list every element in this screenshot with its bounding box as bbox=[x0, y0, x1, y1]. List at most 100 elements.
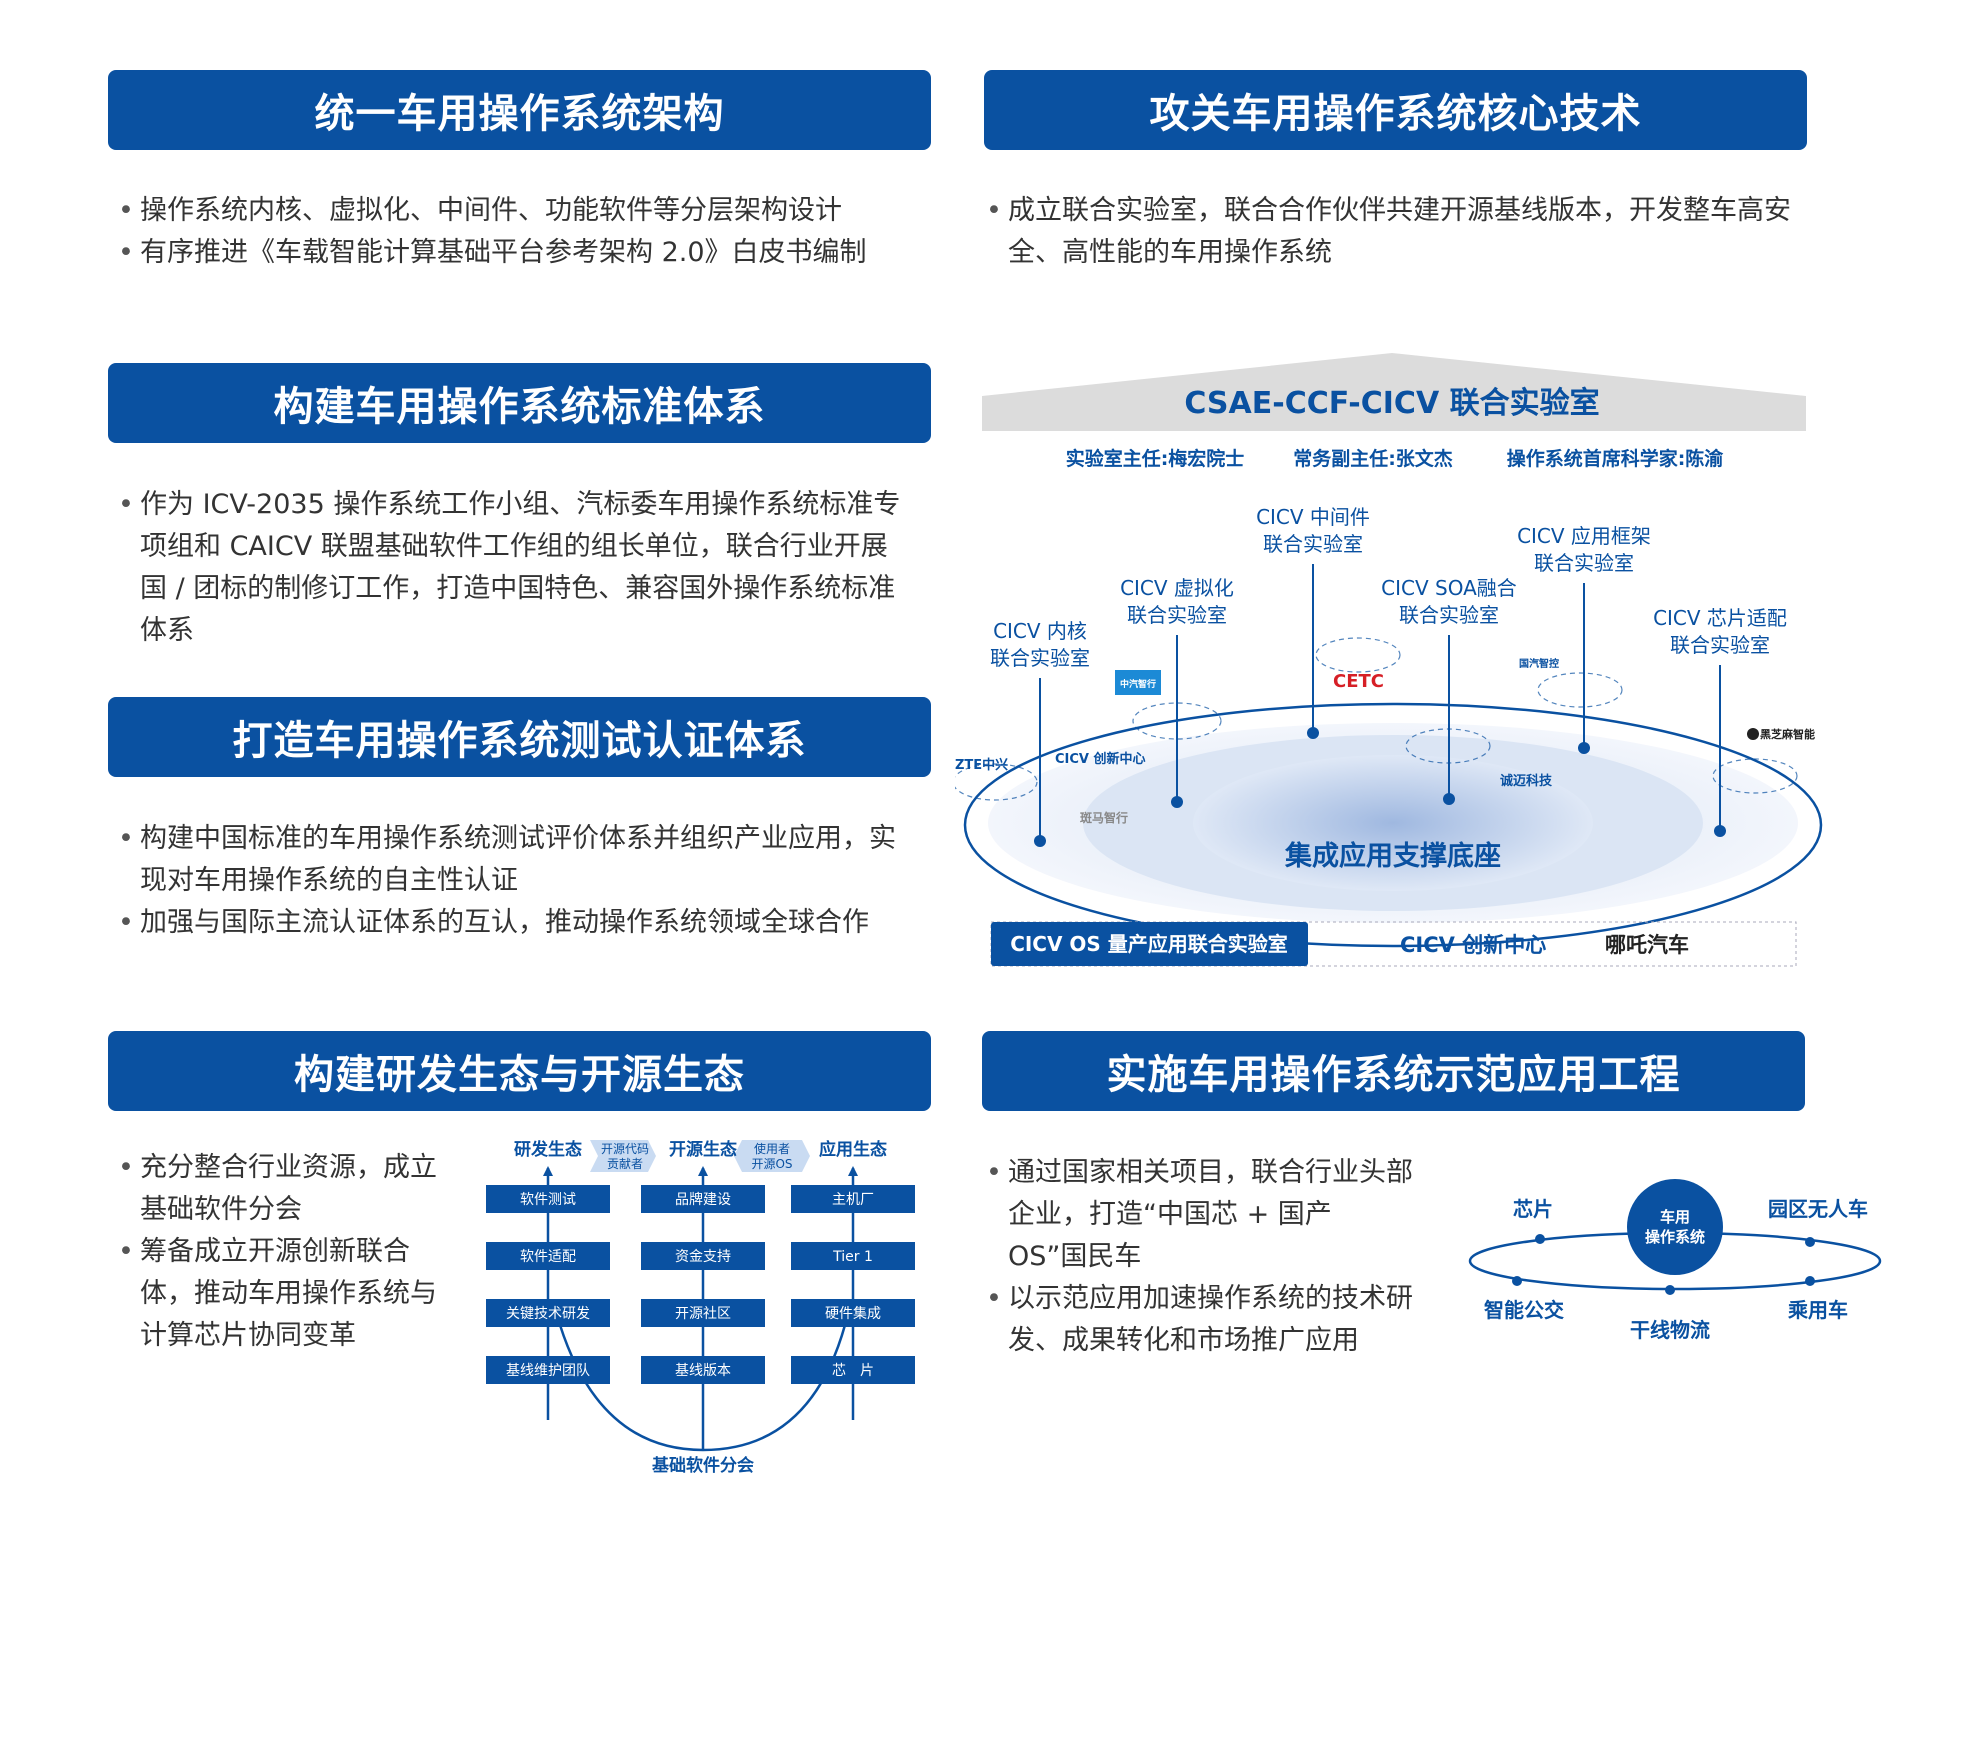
orbit-dot bbox=[1535, 1234, 1545, 1244]
section-header-demo: 实施车用操作系统示范应用工程 bbox=[982, 1031, 1805, 1111]
black-sesame-icon bbox=[1747, 728, 1759, 740]
bullet: 有序推进《车载智能计算基础平台参考架构 2.0》白皮书编制 bbox=[118, 232, 918, 274]
eco-box-label: 主机厂 bbox=[832, 1192, 874, 1208]
eco-box bbox=[486, 1185, 610, 1213]
section-header-ecosystem: 构建研发生态与开源生态 bbox=[108, 1031, 931, 1111]
lab-scientist: 操作系统首席科学家:陈渝 bbox=[1507, 447, 1725, 470]
bullets-architecture: 操作系统内核、虚拟化、中间件、功能软件等分层架构设计 有序推进《车载智能计算基础… bbox=[118, 190, 918, 274]
lab-name: CICV SOA融合 bbox=[1381, 576, 1517, 600]
vehicle-os-diagram: 车用 操作系统 芯片 园区无人车 智能公交 干线物流 乘用车 bbox=[1468, 1179, 1882, 1342]
eco-box bbox=[486, 1356, 610, 1384]
bullets-testing: 构建中国标准的车用操作系统测试评价体系并组织产业应用，实现对车用操作系统的自主性… bbox=[118, 818, 918, 944]
lab-subtitle: 联合实验室 bbox=[1263, 532, 1363, 556]
arrow-up-icon bbox=[848, 1166, 858, 1176]
lab-subtitle: 联合实验室 bbox=[1399, 603, 1499, 627]
arrow-label: 开源代码 bbox=[601, 1142, 649, 1156]
partner-logos: ZTE中兴 CICV 创新中心 中汽智行 CETC 国汽智控 黑芝麻智能 诚迈科… bbox=[955, 657, 1815, 825]
section-header-core-tech: 攻关车用操作系统核心技术 bbox=[984, 70, 1807, 150]
eco-box bbox=[486, 1299, 610, 1327]
orbit-dot bbox=[1805, 1237, 1815, 1247]
lab-pin-dot bbox=[1578, 742, 1590, 754]
eco-box bbox=[791, 1242, 915, 1270]
bullet: 构建中国标准的车用操作系统测试评价体系并组织产业应用，实现对车用操作系统的自主性… bbox=[118, 818, 918, 902]
os-center-line1: 车用 bbox=[1660, 1208, 1690, 1226]
lab-director: 实验室主任:梅宏院士 bbox=[1066, 447, 1245, 470]
lab-pin-dot bbox=[1307, 727, 1319, 739]
eco-box bbox=[641, 1299, 765, 1327]
item-chip: 芯片 bbox=[1513, 1197, 1553, 1221]
lab-deputy: 常务副主任:张文杰 bbox=[1293, 447, 1453, 470]
logo-banma: 斑马智行 bbox=[1080, 810, 1128, 825]
logo-aicc: 国汽智控 bbox=[1519, 657, 1559, 670]
os-lab-label: CICV OS 量产应用联合实验室 bbox=[1010, 932, 1288, 956]
bullet: 操作系统内核、虚拟化、中间件、功能软件等分层架构设计 bbox=[118, 190, 918, 232]
item-logistics: 干线物流 bbox=[1630, 1318, 1710, 1342]
lab-pin-dot bbox=[1034, 835, 1046, 847]
roof-banner bbox=[982, 353, 1806, 431]
lab-title: CSAE-CCF-CICV 联合实验室 bbox=[1184, 386, 1599, 421]
os-center-circle bbox=[1627, 1179, 1723, 1275]
orbit-dot bbox=[1805, 1276, 1815, 1286]
logo-cetc: CETC bbox=[1333, 671, 1384, 692]
base-software-branch: 基础软件分会 bbox=[651, 1455, 754, 1476]
logo-cicv-large: CICV 创新中心 bbox=[1400, 933, 1546, 957]
bullet: 作为 ICV-2035 操作系统工作小组、汽标委车用操作系统标准专项组和 CAI… bbox=[118, 484, 908, 652]
eco-box-label: 资金支持 bbox=[675, 1249, 731, 1265]
lab-subtitle: 联合实验室 bbox=[990, 646, 1090, 670]
lab-pin-dot bbox=[1443, 793, 1455, 805]
eco-box-label: 品牌建设 bbox=[675, 1191, 731, 1208]
bullet: 以示范应用加速操作系统的技术研发、成果转化和市场推广应用 bbox=[986, 1278, 1416, 1362]
eco-box-label: 关键技术研发 bbox=[506, 1306, 590, 1322]
ecosystem-diagram: 研发生态软件测试软件适配关键技术研发基线维护团队开源生态品牌建设资金支持开源社区… bbox=[486, 1139, 915, 1476]
eco-box bbox=[641, 1185, 765, 1213]
eco-box bbox=[641, 1242, 765, 1270]
eco-box-label: 基线版本 bbox=[675, 1362, 731, 1379]
bullets-demo: 通过国家相关项目，联合行业头部企业，打造“中国芯 + 国产 OS”国民车 以示范… bbox=[986, 1152, 1416, 1362]
arrow-label: 使用者 bbox=[754, 1141, 790, 1156]
joint-lab-diagram: CSAE-CCF-CICV 联合实验室 实验室主任:梅宏院士 常务副主任:张文杰… bbox=[955, 353, 1823, 967]
logo-nezha: 哪吒汽车 bbox=[1605, 933, 1689, 957]
base-label: 集成应用支撑底座 bbox=[1284, 840, 1501, 872]
eco-heading: 开源生态 bbox=[669, 1139, 737, 1160]
logo-black-sesame: 黑芝麻智能 bbox=[1760, 727, 1815, 741]
eco-box bbox=[791, 1299, 915, 1327]
arrow-label: 开源OS bbox=[751, 1157, 792, 1171]
lab-pin-dot bbox=[1171, 796, 1183, 808]
bullets-standards: 作为 ICV-2035 操作系统工作小组、汽标委车用操作系统标准专项组和 CAI… bbox=[118, 484, 908, 652]
arrow-up-icon bbox=[543, 1166, 553, 1176]
logo-archermind: 诚迈科技 bbox=[1500, 773, 1553, 789]
eco-box bbox=[641, 1356, 765, 1384]
lab-pin-dot bbox=[1714, 825, 1726, 837]
logo-zte: ZTE中兴 bbox=[955, 757, 1008, 773]
section-header-testing: 打造车用操作系统测试认证体系 bbox=[108, 697, 931, 777]
item-passenger-car: 乘用车 bbox=[1787, 1298, 1848, 1322]
bullet: 筹备成立开源创新联合体，推动车用操作系统与计算芯片协同变革 bbox=[118, 1231, 438, 1357]
section-header-architecture: 统一车用操作系统架构 bbox=[108, 70, 931, 150]
lab-name: CICV 应用框架 bbox=[1517, 524, 1651, 548]
eco-heading: 研发生态 bbox=[514, 1139, 582, 1160]
bullet: 成立联合实验室，联合合作伙伴共建开源基线版本，开发整车高安全、高性能的车用操作系… bbox=[986, 190, 1796, 274]
logo-zhongqi: 中汽智行 bbox=[1120, 678, 1156, 690]
eco-box bbox=[791, 1185, 915, 1213]
bullet: 加强与国际主流认证体系的互认，推动操作系统领域全球合作 bbox=[118, 902, 918, 944]
eco-box-label: 芯 片 bbox=[832, 1363, 874, 1379]
lab-subtitle: 联合实验室 bbox=[1534, 551, 1634, 575]
lab-subtitle: 联合实验室 bbox=[1670, 633, 1770, 657]
bullet: 通过国家相关项目，联合行业头部企业，打造“中国芯 + 国产 OS”国民车 bbox=[986, 1152, 1416, 1278]
bullets-ecosystem: 充分整合行业资源，成立基础软件分会 筹备成立开源创新联合体，推动车用操作系统与计… bbox=[118, 1147, 438, 1357]
arrow-label: 贡献者 bbox=[607, 1156, 643, 1171]
eco-box-label: 开源社区 bbox=[675, 1306, 731, 1322]
item-smart-bus: 智能公交 bbox=[1484, 1298, 1564, 1322]
orbit-dot bbox=[1665, 1285, 1675, 1295]
inner-ellipse bbox=[1193, 755, 1593, 891]
arrow-use bbox=[734, 1140, 810, 1172]
eco-box-label: 基线维护团队 bbox=[506, 1362, 590, 1379]
eco-box-label: 软件测试 bbox=[520, 1192, 576, 1208]
lab-name: CICV 中间件 bbox=[1256, 505, 1370, 529]
eco-box bbox=[791, 1356, 915, 1384]
section-header-standards: 构建车用操作系统标准体系 bbox=[108, 363, 931, 443]
bullets-core-tech: 成立联合实验室，联合合作伙伴共建开源基线版本，开发整车高安全、高性能的车用操作系… bbox=[986, 190, 1796, 274]
item-park-vehicle: 园区无人车 bbox=[1768, 1197, 1868, 1221]
eco-box-label: 硬件集成 bbox=[825, 1305, 881, 1322]
logo-zhongqi-box bbox=[1115, 670, 1161, 695]
